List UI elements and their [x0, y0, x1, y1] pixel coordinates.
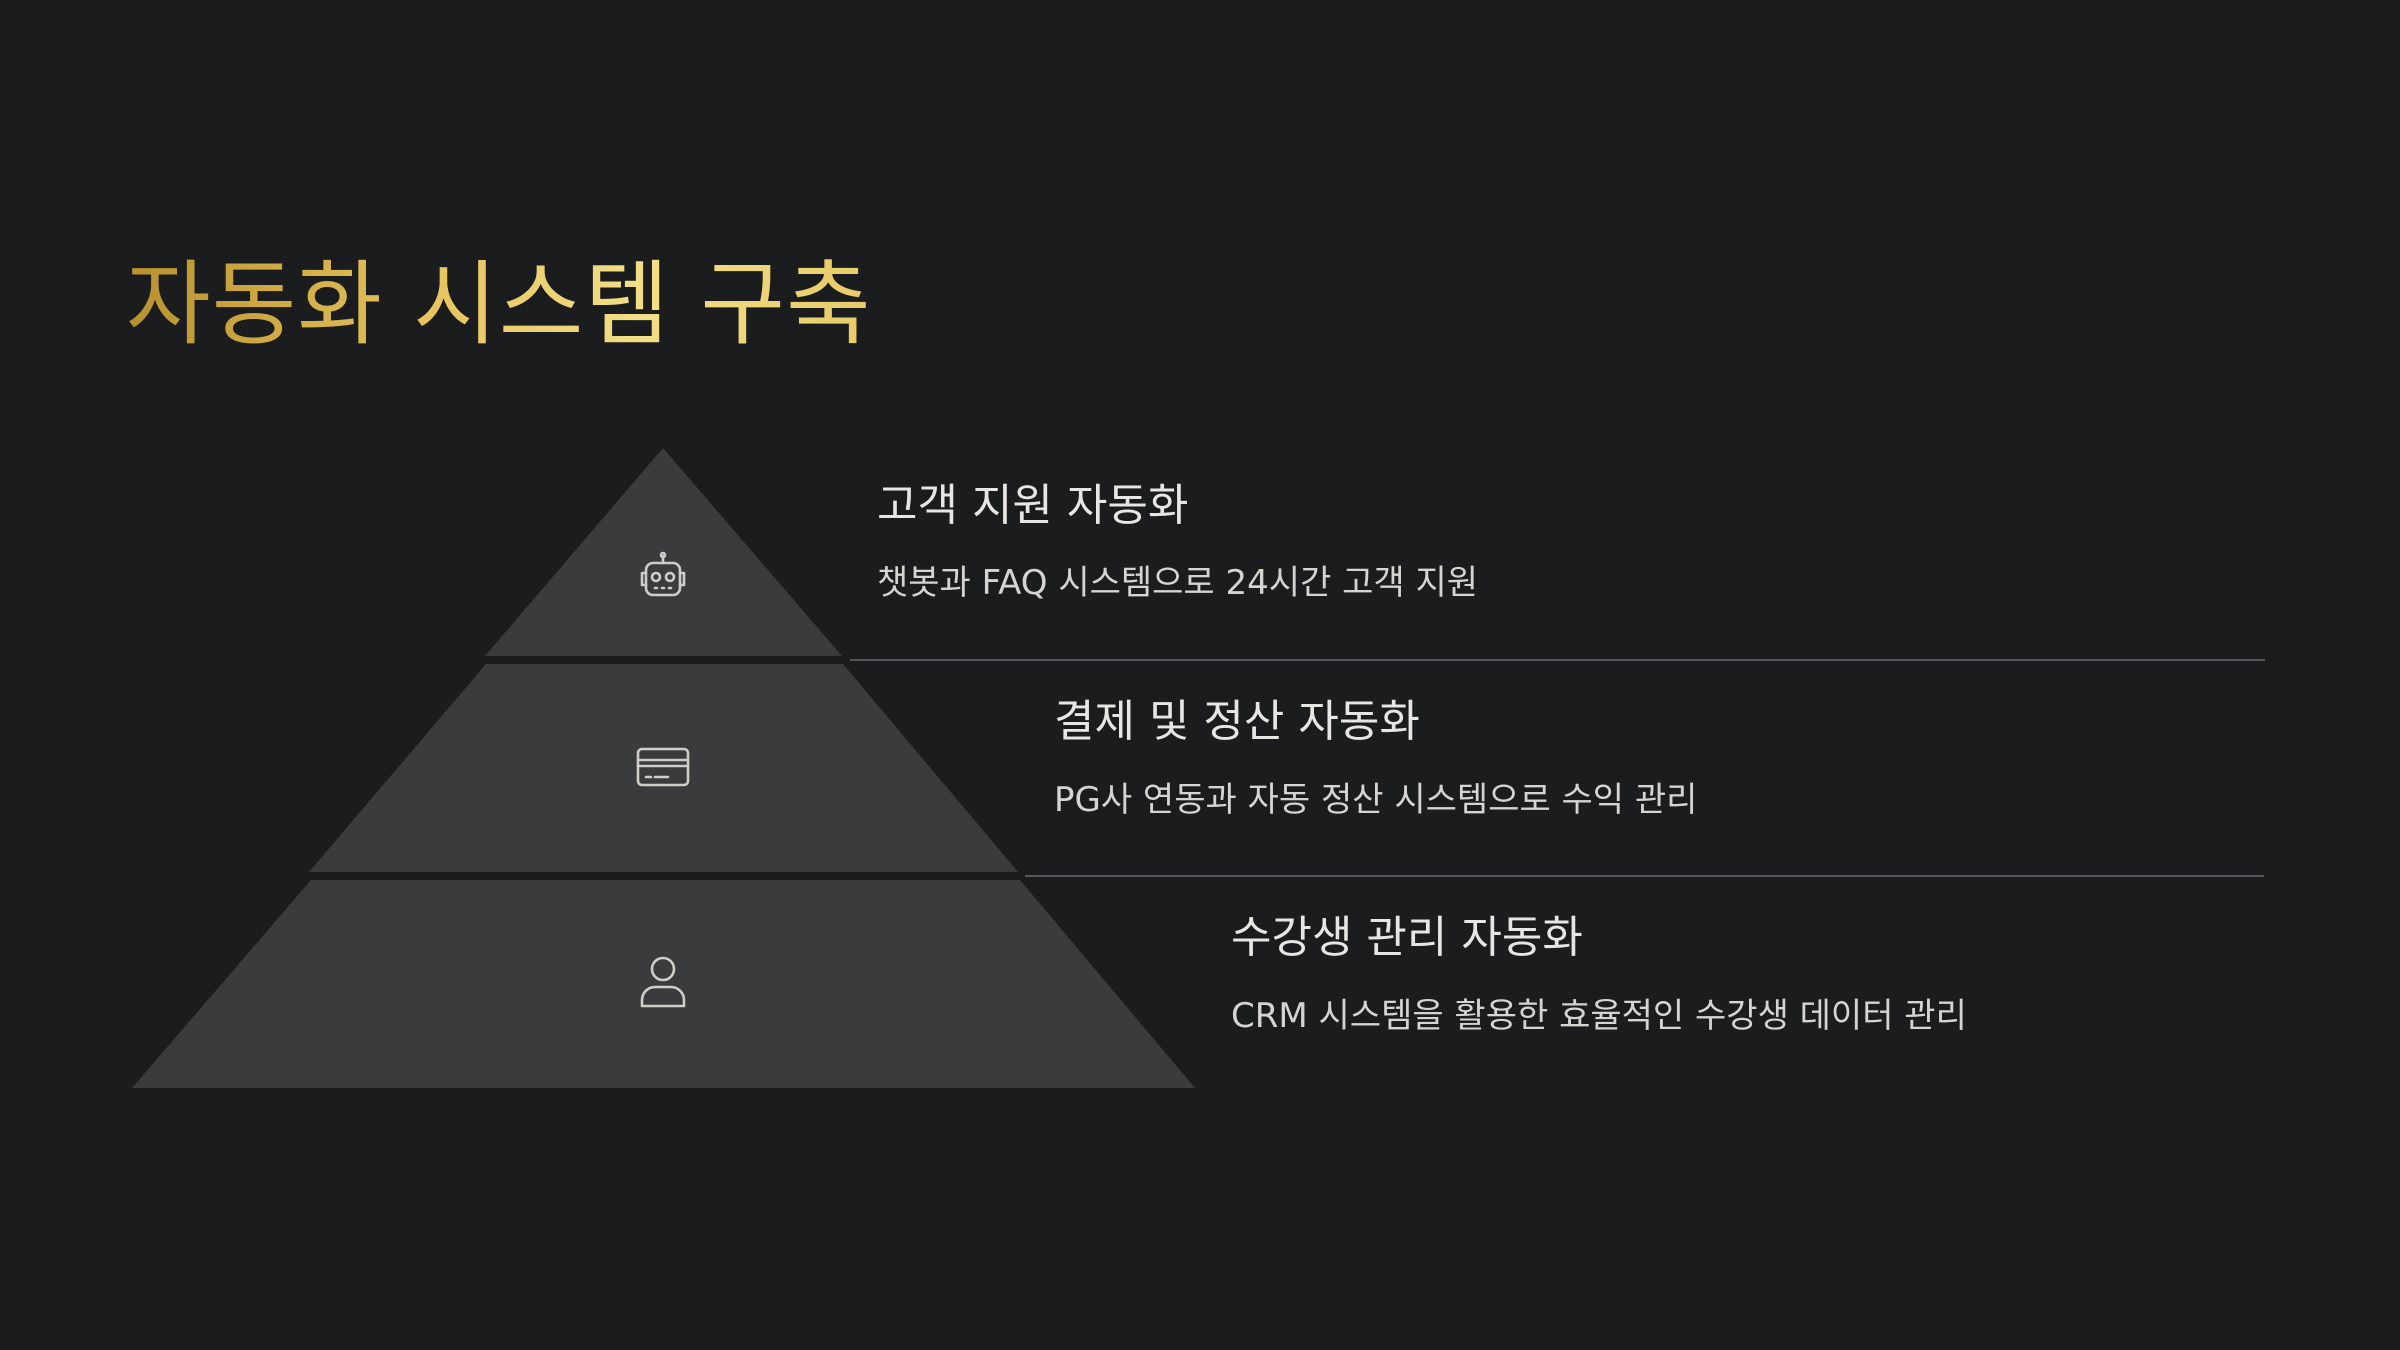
- tier-heading-student-management: 수강생 관리 자동화: [1231, 912, 1583, 963]
- tier-heading-customer-support: 고객 지원 자동화: [877, 480, 1189, 531]
- tier-divider: [850, 659, 2265, 661]
- user-icon: [640, 956, 686, 1008]
- tier-description-student-management: CRM 시스템을 활용한 효율적인 수강생 데이터 관리: [1231, 996, 1967, 1036]
- slide-title: 자동화 시스템 구축: [126, 251, 872, 358]
- tier-heading-payment: 결제 및 정산 자동화: [1054, 696, 1420, 747]
- robot-icon: [640, 551, 686, 597]
- tier-divider: [1025, 875, 2264, 877]
- tier-description-payment: PG사 연동과 자동 정산 시스템으로 수익 관리: [1054, 780, 1698, 820]
- tier-description-customer-support: 챗봇과 FAQ 시스템으로 24시간 고객 지원: [877, 563, 1479, 603]
- pyramid-tier-middle: [309, 664, 1018, 872]
- credit-card-icon: [636, 747, 690, 787]
- pyramid-tier-bottom: [132, 880, 1195, 1088]
